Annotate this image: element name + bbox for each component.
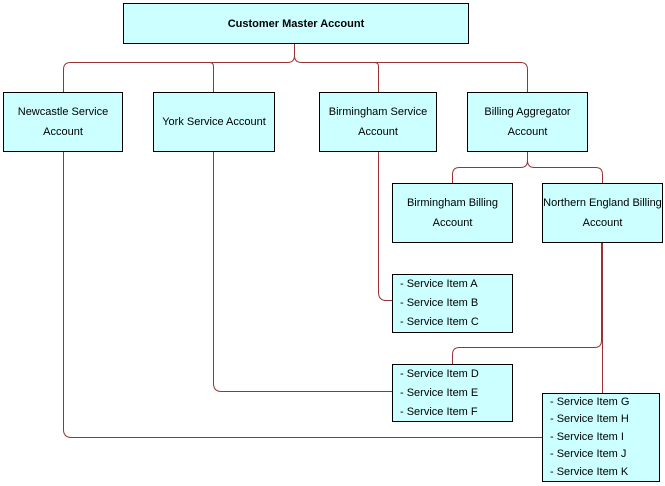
node-service-items-ghijk: - Service Item G - Service Item H - Serv…	[542, 393, 660, 482]
node-label: Customer Master Account	[227, 17, 365, 30]
service-item: - Service Item C	[400, 316, 479, 328]
node-newcastle-service-account: Newcastle Service Account	[3, 92, 123, 152]
connector-york-to-items-def	[213, 152, 392, 392]
node-birmingham-service-account: Birmingham Service Account	[319, 92, 437, 152]
node-label: Newcastle Service Account	[17, 106, 109, 138]
node-northern-england-billing-account: Northern England Billing Account	[542, 183, 663, 243]
connector-aggregator-fork-right	[527, 152, 603, 183]
service-item: - Service Item K	[550, 465, 629, 478]
connector-aggregator-fork-left	[452, 152, 528, 183]
node-label: Northern England Billing Account	[543, 197, 662, 229]
node-label: York Service Account	[162, 116, 266, 128]
service-item: - Service Item I	[550, 430, 624, 443]
node-label: Birmingham Billing Account	[406, 197, 499, 229]
connector-master-drop-birmingham-service	[374, 62, 379, 92]
node-service-items-abc: - Service Item A - Service Item B - Serv…	[392, 274, 513, 333]
node-service-items-def: - Service Item D - Service Item E - Serv…	[392, 364, 513, 422]
service-item: - Service Item E	[400, 386, 479, 399]
connector-birmingham-service-to-items-abc	[378, 152, 392, 301]
service-item: - Service Item B	[400, 297, 479, 309]
service-item: - Service Item J	[550, 448, 627, 461]
connector-ne-billing-to-items-def	[452, 243, 602, 364]
connector-newcastle-to-items-ghijk	[63, 152, 542, 438]
service-item: - Service Item H	[550, 413, 629, 426]
service-item: - Service Item G	[550, 395, 630, 408]
node-birmingham-billing-account: Birmingham Billing Account	[392, 183, 513, 243]
service-item: - Service Item D	[400, 367, 479, 380]
node-york-service-account: York Service Account	[153, 92, 275, 152]
node-customer-master-account: Customer Master Account	[123, 3, 469, 44]
service-item: - Service Item A	[400, 278, 478, 290]
service-item: - Service Item F	[400, 405, 478, 418]
node-billing-aggregator-account: Billing Aggregator Account	[467, 92, 588, 152]
connector-master-fork-left	[63, 44, 295, 92]
node-label: Billing Aggregator Account	[484, 106, 571, 138]
node-label: Birmingham Service Account	[328, 106, 428, 138]
connector-master-fork-right	[294, 44, 528, 92]
connector-master-drop-york	[209, 62, 214, 92]
